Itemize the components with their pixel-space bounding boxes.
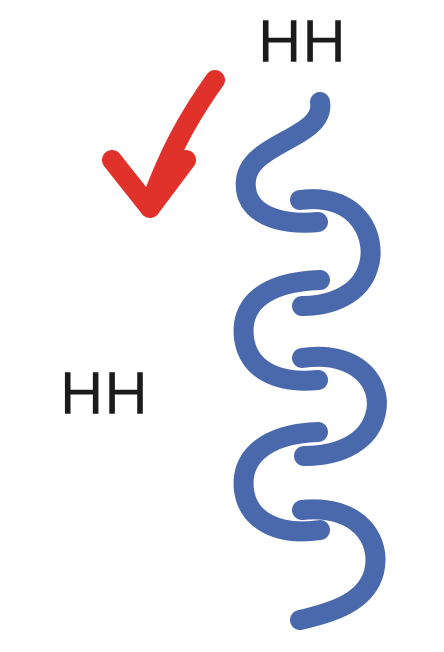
red-arrow-icon xyxy=(112,80,215,208)
helix-icon xyxy=(244,102,377,620)
